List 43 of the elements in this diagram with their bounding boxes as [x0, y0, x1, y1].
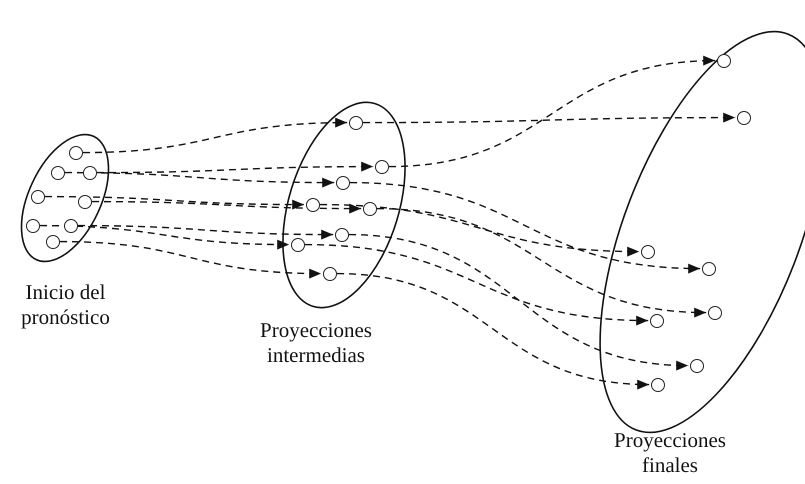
state-circle — [290, 238, 305, 252]
dashed-arrow — [388, 56, 716, 168]
state-circle — [640, 244, 655, 259]
dashed-arrow — [40, 224, 290, 250]
state-circle — [336, 176, 350, 190]
state-circle — [650, 378, 665, 392]
state-circle — [30, 190, 45, 204]
state-circle — [322, 266, 337, 281]
state-circle — [26, 218, 40, 233]
group-label: Inicio del pronóstico — [20, 280, 111, 330]
state-circle — [650, 314, 664, 328]
dashed-arrow — [363, 112, 736, 124]
dashed-arrow — [336, 272, 650, 389]
dashed-arrow — [348, 234, 688, 370]
dashed-arrow — [78, 224, 334, 240]
state-circle — [334, 228, 349, 242]
state-circle — [362, 202, 377, 216]
state-circle — [50, 166, 65, 180]
dashed-arrow — [304, 244, 648, 326]
dashed-arrow — [60, 240, 322, 278]
group-label: Proyecciones intermedias — [259, 318, 373, 368]
state-circle — [690, 358, 704, 373]
state-circle — [348, 116, 363, 130]
state-circle — [68, 146, 83, 160]
state-circle — [64, 218, 78, 233]
state-circle — [708, 306, 722, 320]
state-circle — [374, 160, 389, 174]
state-circle — [78, 194, 92, 209]
dashed-arrow — [320, 204, 640, 256]
dashed-arrow — [92, 200, 362, 214]
dashed-arrow — [376, 208, 706, 317]
state-circle — [716, 54, 731, 68]
state-circle — [46, 234, 60, 249]
dashed-arrow — [65, 172, 334, 188]
dashed-arrow — [350, 182, 700, 274]
state-circle — [82, 166, 97, 180]
dashed-arrow — [97, 162, 374, 174]
dashed-arrow — [45, 196, 304, 210]
state-circle — [736, 110, 751, 125]
dashed-arrow — [82, 118, 348, 154]
state-circle — [306, 198, 320, 212]
group-label: Proyecciones finales — [613, 428, 727, 478]
state-circle — [702, 262, 716, 276]
